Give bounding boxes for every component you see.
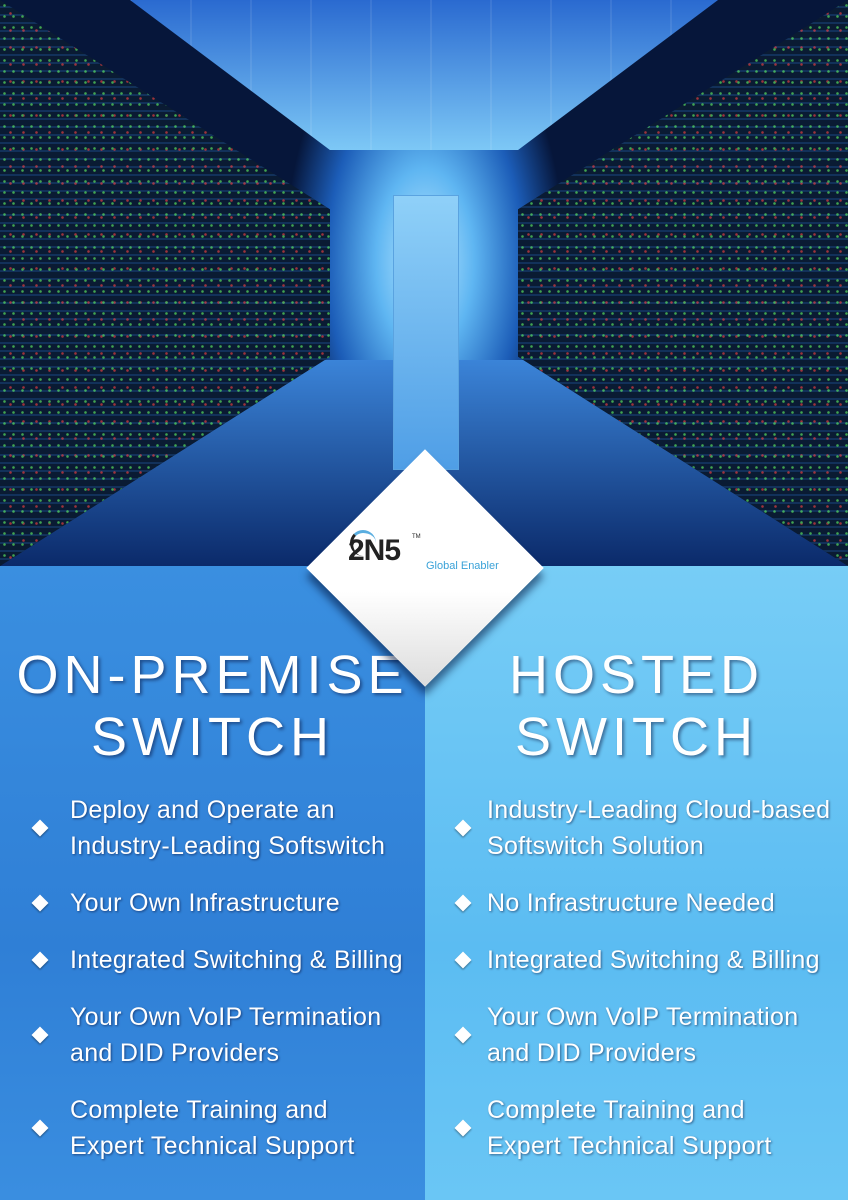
feature-text: Integrated Switching & Billing (487, 946, 820, 974)
hosted-features: Industry-Leading Cloud-based Softswitch … (454, 792, 840, 1185)
feature-item: Your Own Infrastructure (28, 885, 417, 921)
feature-item: No Infrastructure Needed (454, 885, 840, 921)
feature-item: Your Own VoIP Termination and DID Provid… (28, 999, 417, 1071)
globe-icon (350, 530, 376, 556)
brand-logo: 2N5 TM Global Enabler (348, 530, 508, 580)
feature-text: Complete Training and Expert Technical S… (70, 1096, 355, 1160)
feature-text: Your Own VoIP Termination and DID Provid… (70, 1003, 382, 1067)
data-center-photo (0, 0, 848, 566)
feature-item: Integrated Switching & Billing (28, 942, 417, 978)
on-premise-panel: ON-PREMISE SWITCH Deploy and Operate an … (0, 566, 425, 1200)
diamond-bullet-icon (454, 951, 472, 969)
feature-text: Your Own VoIP Termination and DID Provid… (487, 1003, 799, 1067)
feature-text: Your Own Infrastructure (70, 889, 340, 917)
diamond-bullet-icon (454, 819, 472, 837)
diamond-bullet-icon (31, 951, 49, 969)
diamond-bullet-icon (454, 894, 472, 912)
feature-text: Industry-Leading Cloud-based Softswitch … (487, 796, 831, 860)
feature-text: Complete Training and Expert Technical S… (487, 1096, 772, 1160)
feature-text: Deploy and Operate an Industry-Leading S… (70, 796, 386, 860)
on-premise-features: Deploy and Operate an Industry-Leading S… (28, 792, 417, 1185)
diamond-bullet-icon (454, 1119, 472, 1137)
diamond-bullet-icon (454, 1026, 472, 1044)
feature-text: No Infrastructure Needed (487, 889, 775, 917)
hosted-title: HOSTED SWITCH (508, 645, 765, 767)
door (393, 195, 459, 470)
feature-item: Your Own VoIP Termination and DID Provid… (454, 999, 840, 1071)
logo-tagline: Global Enabler (426, 560, 499, 572)
diamond-bullet-icon (31, 1026, 49, 1044)
diamond-bullet-icon (31, 1119, 49, 1137)
diamond-bullet-icon (31, 894, 49, 912)
logo-brand: 2N5 (348, 534, 401, 567)
feature-item: Integrated Switching & Billing (454, 942, 840, 978)
feature-text: Integrated Switching & Billing (70, 946, 403, 974)
feature-item: Complete Training and Expert Technical S… (28, 1092, 417, 1164)
hosted-panel: HOSTED SWITCH Industry-Leading Cloud-bas… (425, 566, 848, 1200)
diamond-bullet-icon (31, 819, 49, 837)
feature-item: Deploy and Operate an Industry-Leading S… (28, 792, 417, 864)
on-premise-title: ON-PREMISE SWITCH (16, 645, 409, 767)
ceiling (130, 0, 718, 150)
logo-trademark: TM (412, 534, 421, 540)
feature-item: Industry-Leading Cloud-based Softswitch … (454, 792, 840, 864)
feature-item: Complete Training and Expert Technical S… (454, 1092, 840, 1164)
